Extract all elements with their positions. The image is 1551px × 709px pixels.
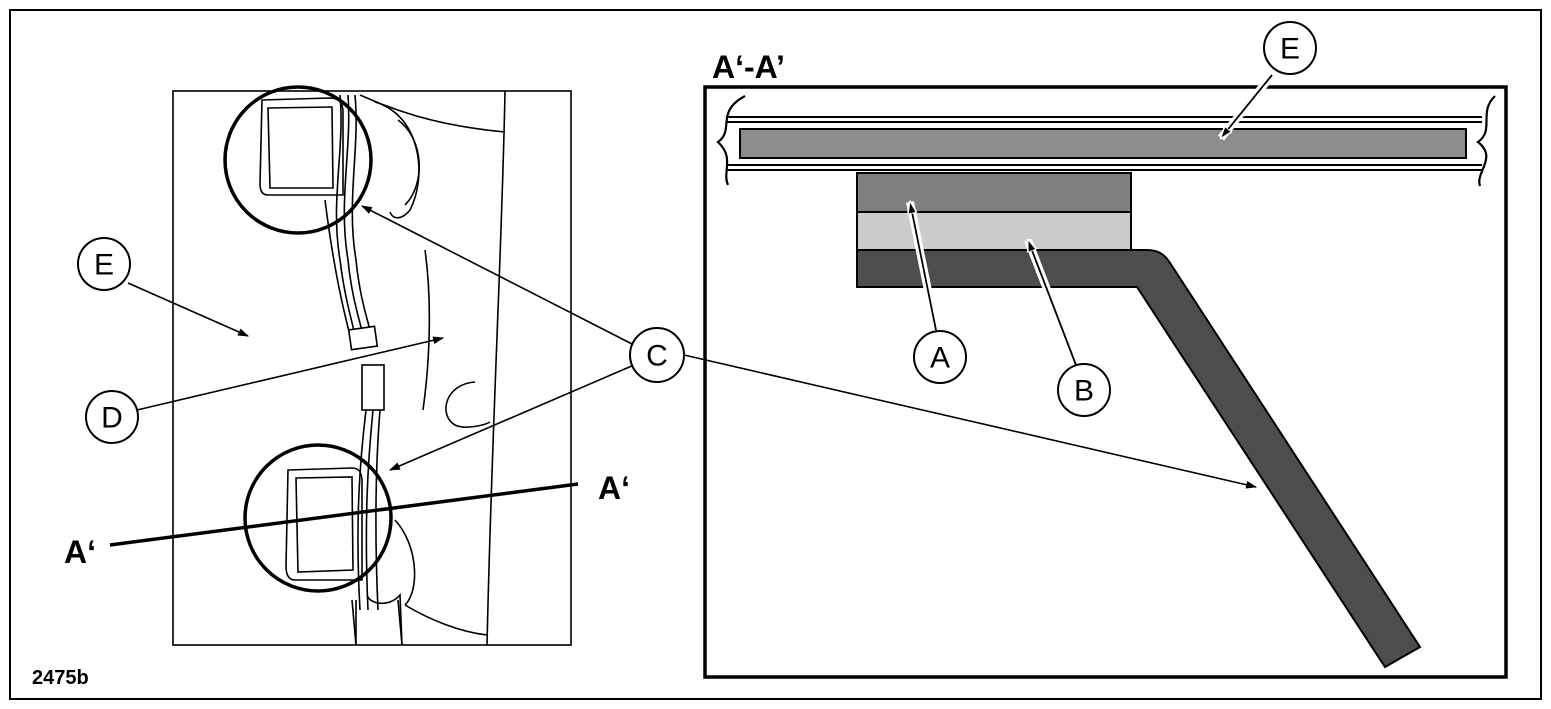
panel-recess-mid [422,249,431,411]
panel-edge-line [486,90,506,646]
layer-b [856,211,1132,251]
callout-c-circle [629,327,685,383]
left-view: A‘ A‘ E D [64,85,630,646]
cable-sleeve-upper [347,325,379,351]
upper-clip-inner [267,106,334,189]
section-mark-left: A‘ [64,534,96,570]
outer-frame [9,9,1542,700]
leader-d [136,336,445,411]
section-frame [703,85,1508,679]
panel-bulge-lower [394,519,416,606]
panel-e-strip [739,128,1467,159]
figure-id: 2475b [32,667,89,689]
leader-e-right-line [1221,74,1273,138]
callout-e-left-circle [77,237,131,291]
callout-e-right-circle [1263,21,1317,75]
panel-bulge-inner [397,119,421,206]
callout-b-circle [1057,363,1111,417]
panel-e-break-right [1476,95,1496,187]
panel-bulge-upper [374,101,420,219]
leader-a [910,202,937,331]
leader-c-lower [388,364,635,471]
lower-clip [285,467,363,581]
cable-sleeve-lower [361,364,385,411]
callout-c-label: C [646,340,668,373]
callout-c-group: C [361,205,1258,489]
leader-c-upper [361,205,635,346]
callout-b-label: B [1074,375,1094,408]
lower-detail-circle [243,443,393,593]
leader-e-left [127,282,250,337]
lower-clip-inner [295,476,354,573]
callout-d-circle [85,390,139,444]
layer-a [856,172,1132,213]
upper-clip [259,97,344,196]
panel-e-break-left [716,95,746,186]
door-panel-outline [172,90,572,646]
callout-e-left-label: E [94,249,114,282]
upper-detail-circle [223,85,373,235]
leader-c-right [683,354,1258,489]
panel-contour-upper [359,94,506,133]
section-mark-right: A‘ [598,470,630,506]
section-title: A‘-A’ [712,49,785,85]
section-line [109,482,579,547]
bracket-c [856,249,1422,669]
leader-b [1028,240,1077,366]
callout-d-label: D [101,402,123,435]
callout-e-right-label: E [1280,33,1300,66]
cable-bundle [324,94,403,646]
callout-a-circle [913,330,967,384]
panel-contour-lower [404,604,488,636]
section-view: A‘-A’ E A B [703,21,1508,679]
panel-slot [445,381,491,428]
callout-a-label: A [930,342,950,375]
